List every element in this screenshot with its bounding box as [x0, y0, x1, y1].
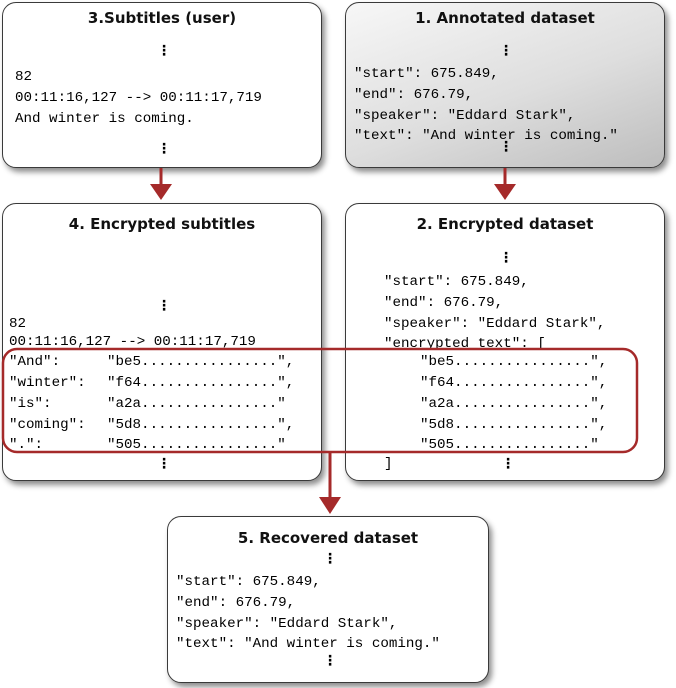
- arrow-subtitles-to-encrypted: [150, 168, 172, 200]
- arrow-to-recovered: [319, 452, 341, 514]
- annotated-line-speaker: "speaker": "Eddard Stark",: [354, 108, 576, 124]
- encrypted-subtitles-title: 4. Encrypted subtitles: [68, 215, 256, 233]
- token-value: "be5................",: [107, 354, 295, 370]
- encrypted-line-speaker: "speaker": "Eddard Stark",: [384, 316, 606, 332]
- token-key: "coming":: [9, 417, 86, 433]
- subtitle-text: And winter is coming.: [15, 111, 194, 127]
- encrypted-dataset-box: 2. Encrypted dataset ⋮ "start": 675.849,…: [345, 203, 665, 481]
- subtitles-user-box: 3.Subtitles (user) ⋮ 82 00:11:16,127 -->…: [2, 2, 322, 168]
- arrow-annotated-to-encrypted: [494, 168, 516, 200]
- subtitle-index: 82: [15, 69, 33, 85]
- encrypted-item: "be5................",: [420, 354, 608, 370]
- annotated-dataset-box: 1. Annotated dataset ⋮ "start": 675.849,…: [345, 2, 665, 168]
- recovered-line-text: "text": "And winter is coming.": [176, 636, 440, 652]
- encrypted-subtitle-timing: 00:11:16,127 --> 00:11:17,719: [9, 334, 256, 350]
- token-value: "505................": [107, 437, 286, 453]
- token-value: "f64................",: [107, 375, 295, 391]
- recovered-dataset-box: 5. Recovered dataset ⋮ "start": 675.849,…: [167, 516, 489, 683]
- annotated-line-start: "start": 675.849,: [354, 66, 499, 82]
- token-key: ".":: [9, 437, 44, 453]
- annotated-line-text: "text": "And winter is coming.": [354, 128, 618, 144]
- encrypted-line-start: "start": 675.849,: [384, 274, 529, 290]
- token-value: "a2a................": [107, 396, 286, 412]
- subtitle-timing: 00:11:16,127 --> 00:11:17,719: [15, 90, 262, 106]
- encrypted-item: "5d8................",: [420, 417, 608, 433]
- encrypted-text-close: ]: [384, 456, 393, 472]
- annotated-dataset-title: 1. Annotated dataset: [415, 9, 595, 27]
- subtitles-user-title: 3.Subtitles (user): [87, 9, 237, 27]
- encrypted-item: "f64................",: [420, 375, 608, 391]
- recovered-dataset-title: 5. Recovered dataset: [237, 529, 419, 547]
- token-key: "And":: [9, 354, 61, 370]
- recovered-line-speaker: "speaker": "Eddard Stark",: [176, 616, 398, 632]
- annotated-line-end: "end": 676.79,: [354, 87, 474, 103]
- encrypted-item: "a2a................",: [420, 396, 608, 412]
- token-key: "winter":: [9, 375, 86, 391]
- encrypted-line-end: "end": 676.79,: [384, 295, 504, 311]
- encrypted-subtitle-index: 82: [9, 316, 27, 332]
- encrypted-item: "505................": [420, 437, 599, 453]
- token-key: "is":: [9, 396, 52, 412]
- encrypted-dataset-title: 2. Encrypted dataset: [416, 215, 594, 233]
- token-value: "5d8................",: [107, 417, 295, 433]
- token-highlight-outline: [1, 347, 639, 454]
- recovered-line-start: "start": 675.849,: [176, 574, 321, 590]
- recovered-line-end: "end": 676.79,: [176, 595, 296, 611]
- encrypted-subtitles-box: 4. Encrypted subtitles ⋮ 82 00:11:16,127…: [2, 203, 322, 481]
